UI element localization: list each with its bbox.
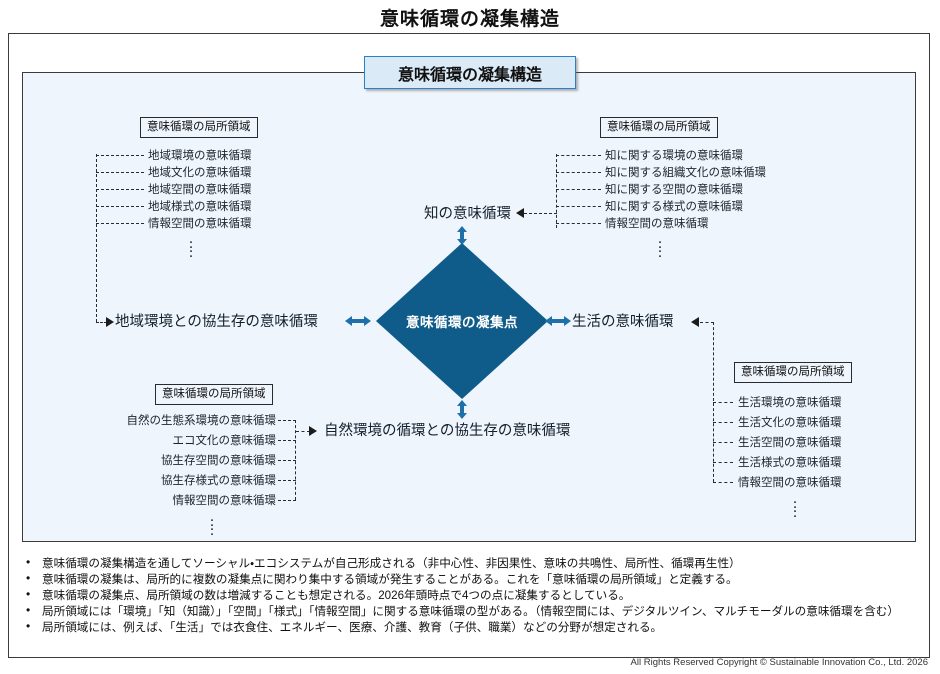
center-diamond-label: 意味循環の凝集点 — [406, 315, 518, 330]
connector-branch-bottom-left-0 — [278, 420, 296, 421]
double-arrow-up-icon — [455, 226, 469, 245]
leaf-bottom-right-0: 生活環境の意味循環 — [738, 397, 842, 409]
node-label-top: 知の意味循環 — [424, 206, 511, 222]
leaf-top-left-1: 地域文化の意味循環 — [148, 167, 252, 179]
connector-branch-top-left-3 — [96, 206, 144, 207]
double-arrow-left-icon — [345, 314, 371, 328]
connector-branch-top-left-4 — [96, 223, 144, 224]
connector-branch-bottom-right-4 — [713, 482, 733, 483]
ellipsis-bottom-right: .... — [793, 494, 797, 520]
node-label-left: 地域環境との協生存の意味循環 — [115, 314, 318, 330]
connector-branch-top-right-3 — [556, 206, 601, 207]
leaf-top-left-2: 地域空間の意味循環 — [148, 184, 252, 196]
connector-branch-top-right-0 — [556, 155, 601, 156]
connector-branch-bottom-right-1 — [713, 422, 733, 423]
node-label-right: 生活の意味循環 — [572, 314, 674, 330]
note-item-3: 局所領域には「環境」「知（知識）」「空間」「様式」「情報空間」に関する意味循環の… — [18, 603, 918, 619]
connector-trunk-top-right — [556, 154, 557, 228]
connector-branch-top-right-2 — [556, 189, 601, 190]
connector-out-top-left — [96, 322, 107, 323]
page-title: 意味循環の凝集構造 — [379, 9, 560, 30]
connector-out-bottom-left — [296, 431, 310, 432]
leaf-top-left-3: 地域様式の意味循環 — [148, 201, 252, 213]
connector-branch-top-right-1 — [556, 172, 601, 173]
connector-branch-bottom-right-0 — [713, 402, 733, 403]
node-label-bottom: 自然環境の循環との協生存の意味循環 — [324, 423, 571, 439]
ellipsis-bottom-left: .... — [210, 512, 214, 538]
copyright-footer: All Rights Reserved Copyright © Sustaina… — [630, 657, 928, 668]
leaf-top-right-2: 知に関する空間の意味循環 — [605, 184, 743, 196]
domain-box-bottom-left: 意味循環の局所領域 — [155, 384, 273, 405]
diagram-banner: 意味循環の凝集構造 — [364, 56, 576, 89]
leaf-bottom-left-4: 情報空間の意味循環 — [172, 495, 277, 507]
domain-box-top-right: 意味循環の局所領域 — [600, 117, 718, 138]
leaf-bottom-right-2: 生活空間の意味循環 — [738, 437, 842, 449]
leaf-bottom-left-1: エコ文化の意味循環 — [172, 435, 277, 447]
leaf-bottom-left-2: 協生存空間の意味循環 — [161, 455, 276, 467]
domain-box-top-left: 意味循環の局所領域 — [140, 117, 258, 138]
note-item-4: 局所領域には、例えば、「生活」では衣食住、エネルギー、医療、介護、教育（子供、職… — [18, 619, 918, 635]
connector-branch-bottom-right-2 — [713, 442, 733, 443]
leaf-top-right-0: 知に関する環境の意味循環 — [605, 150, 743, 162]
double-arrow-right-icon — [545, 314, 571, 328]
connector-out-bottom-right — [700, 322, 714, 323]
ellipsis-top-left: .... — [189, 234, 193, 260]
leaf-top-right-3: 知に関する様式の意味循環 — [605, 201, 743, 213]
connector-branch-top-left-0 — [96, 155, 144, 156]
leaf-top-right-4: 情報空間の意味循環 — [605, 218, 709, 230]
arrow-head-bottom-node — [309, 426, 317, 436]
leaf-bottom-right-1: 生活文化の意味循環 — [738, 417, 842, 429]
arrow-head-left-node — [106, 317, 114, 327]
arrow-head-top-node — [516, 208, 524, 218]
note-item-0: 意味循環の凝集構造を通してソーシャル・エコシステムが自己形成される（非中心性、非… — [18, 555, 918, 571]
ellipsis-top-right: .... — [658, 234, 662, 260]
leaf-top-left-0: 地域環境の意味循環 — [148, 150, 252, 162]
connector-branch-bottom-left-4 — [278, 500, 296, 501]
arrow-head-right-node — [691, 317, 699, 327]
connector-trunk-top-left — [96, 154, 97, 322]
leaf-bottom-right-4: 情報空間の意味循環 — [738, 477, 842, 489]
leaf-top-left-4: 情報空間の意味循環 — [148, 218, 252, 230]
leaf-top-right-1: 知に関する組織文化の意味循環 — [605, 167, 766, 179]
connector-branch-top-left-1 — [96, 172, 144, 173]
connector-out-top-right — [524, 213, 557, 214]
notes-list: 意味循環の凝集構造を通してソーシャル・エコシステムが自己形成される（非中心性、非… — [18, 555, 918, 636]
domain-box-bottom-right: 意味循環の局所領域 — [734, 362, 852, 383]
note-item-1: 意味循環の凝集は、局所的に複数の凝集点に関わり集中する領域が発生することがある。… — [18, 571, 918, 587]
connector-branch-bottom-right-3 — [713, 462, 733, 463]
connector-branch-top-right-4 — [556, 223, 601, 224]
double-arrow-down-icon — [455, 400, 469, 419]
connector-branch-top-left-2 — [96, 189, 144, 190]
note-item-2: 意味循環の凝集点、局所領域の数は増減することも想定される。2026年頭時点で4つ… — [18, 587, 918, 603]
leaf-bottom-left-0: 自然の生態系環境の意味循環 — [126, 415, 277, 427]
connector-branch-bottom-left-3 — [278, 480, 296, 481]
leaf-bottom-left-3: 協生存様式の意味循環 — [161, 475, 276, 487]
connector-branch-bottom-left-1 — [278, 440, 296, 441]
leaf-bottom-right-3: 生活様式の意味循環 — [738, 457, 842, 469]
connector-branch-bottom-left-2 — [278, 460, 296, 461]
